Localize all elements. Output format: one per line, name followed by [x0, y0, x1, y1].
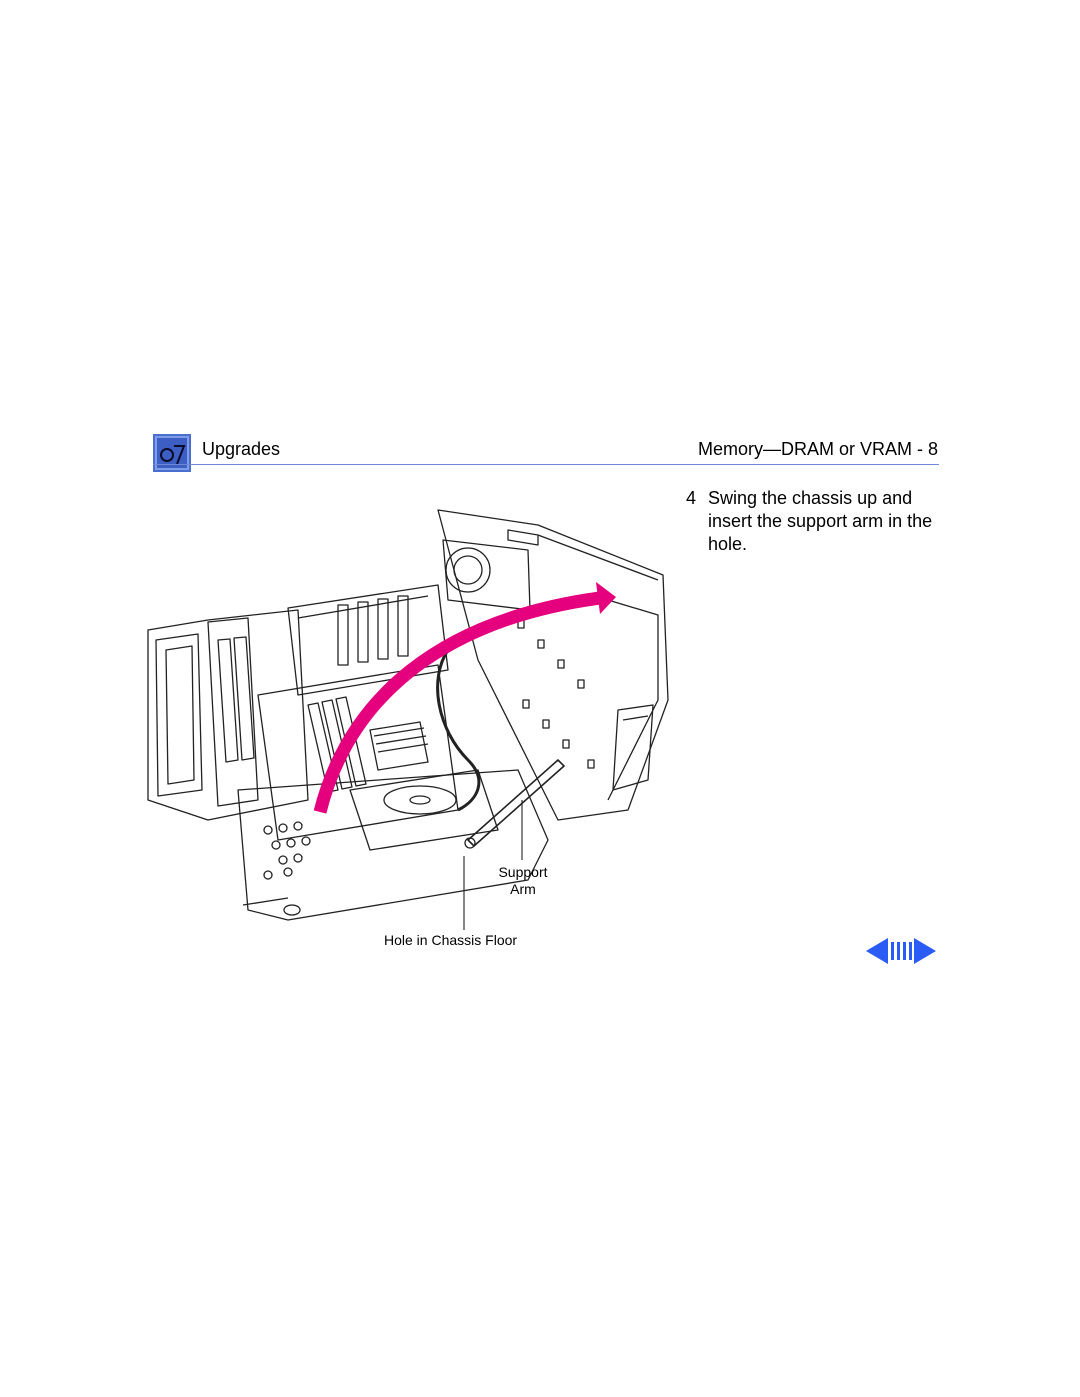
- section-title: Upgrades: [202, 439, 281, 459]
- hard-drive: [349, 769, 499, 851]
- swing-arrow-icon: [313, 582, 616, 814]
- power-supply-fan: [445, 547, 491, 593]
- page-title: Memory—DRAM or VRAM - 8: [697, 439, 938, 459]
- previous-page-arrow-icon[interactable]: [866, 938, 888, 964]
- step-text: Swing the chassis up and insert the supp…: [708, 488, 933, 554]
- pci-slots: [207, 584, 449, 807]
- chassis-illustration: [147, 509, 669, 930]
- manual-tab-icon: [153, 434, 191, 472]
- step-number: 4: [686, 488, 697, 508]
- ventilation-holes: [263, 821, 311, 880]
- arm-label: Arm: [510, 881, 536, 897]
- drive-cable: [436, 649, 481, 812]
- next-page-arrow-icon[interactable]: [914, 938, 936, 964]
- index-bars-icon[interactable]: [890, 938, 912, 964]
- hole-label: Hole in Chassis Floor: [384, 932, 518, 948]
- case-left-panel: [147, 609, 309, 821]
- chassis-floor: [237, 769, 549, 921]
- header-divider: [153, 464, 939, 465]
- page-navigation: [866, 938, 936, 964]
- support-label: Support: [498, 864, 548, 880]
- processor-heatsink: [369, 721, 429, 771]
- chassis-slots: [517, 619, 595, 769]
- support-arm: [467, 759, 565, 847]
- optical-drive-bay: [612, 704, 654, 791]
- raised-chassis: [437, 509, 669, 821]
